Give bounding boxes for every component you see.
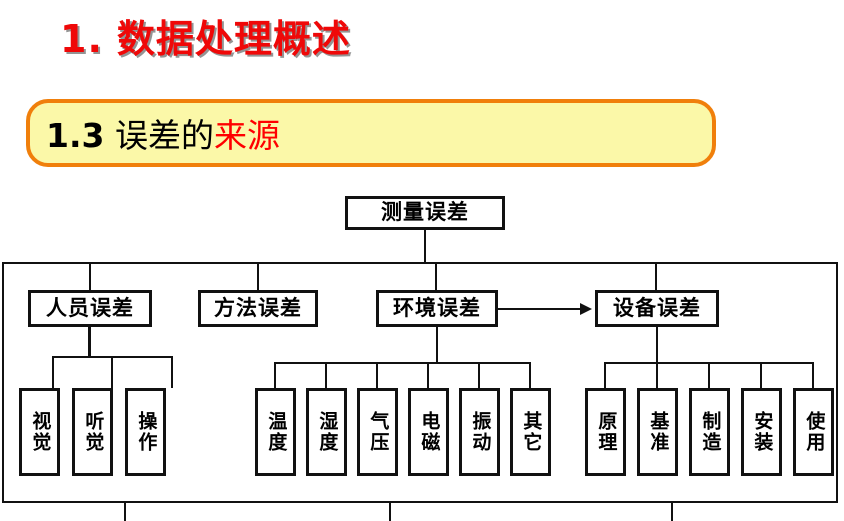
diagram-leaf-temperature: 温度 (255, 388, 296, 476)
diagram-node-equipment-error: 设备误差 (595, 290, 719, 327)
diagram-leaf-humidity: 湿度 (306, 388, 347, 476)
connector-personnel-down (88, 327, 91, 357)
subtitle-red-text: 来源 (213, 116, 280, 155)
subtitle-black-text: 误差的 (114, 116, 214, 155)
connector-personnel-bus (53, 356, 173, 358)
arrow-head-icon (580, 303, 592, 315)
connector-stem-method (257, 262, 259, 290)
diagram-node-root: 测量误差 (345, 196, 505, 230)
connector-personnel-leaf-2 (111, 356, 113, 388)
connector-environment-leaf-1 (274, 362, 276, 388)
diagram-leaf-operation: 操作 (125, 388, 166, 476)
connector-below-frame-2 (389, 503, 391, 521)
connector-equipment-leaf-2 (656, 362, 658, 388)
page-title-number: 1. (60, 17, 103, 61)
connector-stem-environment (435, 262, 437, 290)
connector-environment-leaf-5 (478, 362, 480, 388)
connector-environment-leaf-2 (325, 362, 327, 388)
connector-equipment-leaf-3 (708, 362, 710, 388)
diagram-leaf-vibration: 振动 (459, 388, 500, 476)
connector-root-stem (424, 230, 426, 262)
connector-personnel-leaf-1 (52, 356, 54, 388)
page-title: 1. 数据处理概述 (60, 8, 351, 63)
connector-personnel-leaf-3 (171, 356, 173, 388)
connector-environment-bus (275, 362, 531, 364)
connector-equipment-leaf-4 (760, 362, 762, 388)
diagram-node-environment-error: 环境误差 (376, 290, 498, 327)
diagram-leaf-hearing: 听觉 (72, 388, 113, 476)
connector-environment-leaf-3 (376, 362, 378, 388)
diagram-leaf-vision: 视觉 (19, 388, 60, 476)
connector-equipment-down (656, 327, 658, 363)
page-title-text: 数据处理概述 (116, 17, 351, 61)
diagram-leaf-principle: 原理 (585, 388, 626, 476)
diagram-outer-frame (2, 262, 838, 503)
diagram-leaf-other: 其它 (510, 388, 551, 476)
connector-environment-down (436, 327, 438, 363)
diagram-node-personnel-error: 人员误差 (28, 290, 152, 327)
connector-stem-equipment (655, 262, 657, 290)
connector-stem-personnel (89, 262, 91, 290)
diagram-leaf-installation: 安装 (741, 388, 782, 476)
diagram-node-method-error: 方法误差 (198, 290, 318, 327)
connector-equipment-leaf-5 (812, 362, 814, 388)
connector-arrow-shaft (498, 308, 582, 310)
connector-equipment-leaf-1 (604, 362, 606, 388)
connector-below-frame-1 (124, 503, 126, 521)
diagram-leaf-electromagnetic: 电磁 (408, 388, 449, 476)
subtitle-text: 1.3 误差的来源 (46, 109, 280, 157)
subtitle-number: 1.3 (46, 116, 105, 155)
diagram-leaf-usage: 使用 (793, 388, 834, 476)
diagram-leaf-air-pressure: 气压 (357, 388, 398, 476)
connector-below-frame-3 (671, 503, 673, 521)
connector-environment-leaf-4 (427, 362, 429, 388)
diagram-leaf-manufacturing: 制造 (689, 388, 730, 476)
diagram-leaf-standard: 基准 (637, 388, 678, 476)
connector-environment-leaf-6 (529, 362, 531, 388)
subtitle-banner: 1.3 误差的来源 (26, 99, 716, 167)
